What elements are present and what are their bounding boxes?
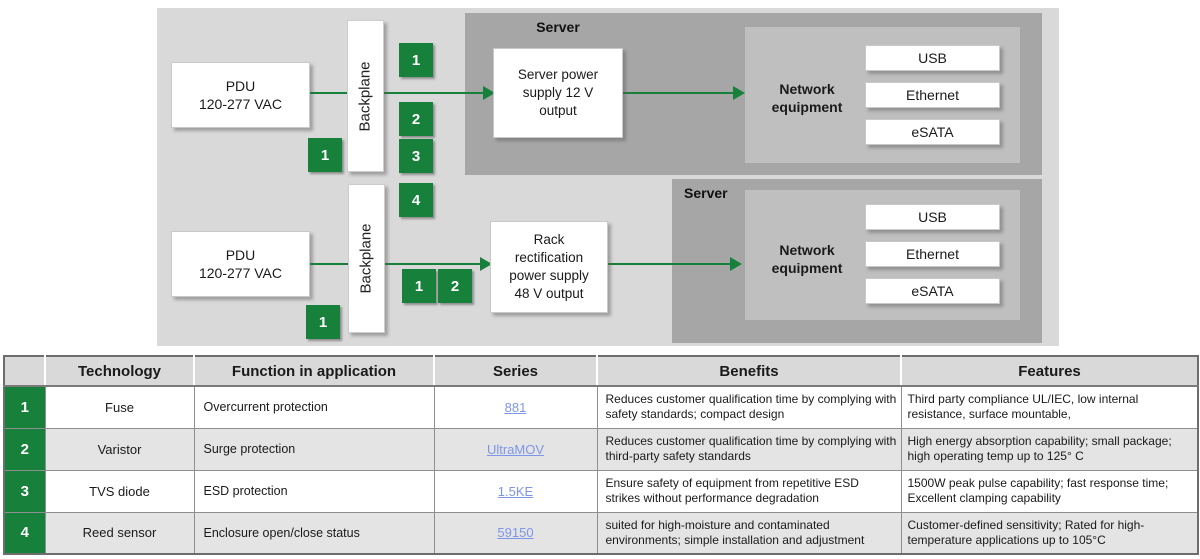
port-box-usb-top: USB: [865, 45, 1000, 71]
cell-function: Surge protection: [193, 427, 435, 471]
port-label: USB: [918, 209, 947, 225]
series-link-15ke[interactable]: 1.5KE: [497, 483, 534, 499]
flow-line: [623, 92, 733, 94]
port-label: eSATA: [911, 124, 954, 140]
cell-technology: TVS diode: [44, 469, 195, 513]
backplane-box-bottom: Backplane: [348, 184, 385, 333]
table-header-row: Technology Function in application Serie…: [3, 355, 1199, 387]
row-number-badge: 4: [3, 511, 46, 555]
series-link-ultramov[interactable]: UltraMOV: [486, 441, 545, 457]
pdu-label: PDU 120-277 VAC: [198, 78, 282, 112]
series-link-59150[interactable]: 59150: [497, 525, 534, 541]
callout-badge-1-under-pdu-bottom: 1: [306, 305, 340, 339]
arrowhead-icon: [733, 86, 745, 100]
arrowhead-icon: [730, 257, 742, 271]
column-header-series: Series: [433, 355, 598, 387]
backplane-label: Backplane: [357, 60, 374, 132]
table-row: 3 TVS diode ESD protection 1.5KE Ensure …: [3, 469, 1199, 513]
cell-features: 1500W peak pulse capability; fast respon…: [900, 469, 1199, 513]
rack-rectification-power-supply-box: Rack rectification power supply 48 V out…: [490, 221, 608, 313]
flow-line: [310, 263, 480, 265]
row-number-badge: 1: [3, 385, 46, 429]
pdu-box-bottom: PDU 120-277 VAC: [171, 231, 310, 297]
callout-badge-1: 1: [399, 43, 433, 77]
cell-features: High energy absorption capability; small…: [900, 427, 1199, 471]
server-label-top: Server: [536, 19, 580, 35]
table-row: 1 Fuse Overcurrent protection 881 Reduce…: [3, 385, 1199, 429]
technology-table: Technology Function in application Serie…: [3, 355, 1199, 555]
cell-benefits: Ensure safety of equipment from repetiti…: [596, 469, 902, 513]
port-label: Ethernet: [906, 246, 959, 262]
column-header-technology: Technology: [44, 355, 195, 387]
pdu-label: PDU 120-277 VAC: [198, 247, 282, 281]
arrowhead-icon: [483, 86, 495, 100]
backplane-box-top: Backplane: [347, 20, 384, 172]
callout-badge-2-pair: 2: [438, 269, 472, 303]
row-number-badge: 2: [3, 427, 46, 471]
cell-function: Enclosure open/close status: [193, 511, 435, 555]
port-box-usb-bottom: USB: [865, 204, 1000, 230]
port-label: eSATA: [911, 283, 954, 299]
cell-technology: Reed sensor: [44, 511, 195, 555]
cell-series: 881: [433, 385, 598, 429]
port-label: Ethernet: [906, 87, 959, 103]
flow-line: [310, 92, 483, 94]
port-box-esata-bottom: eSATA: [865, 278, 1000, 304]
psu-label: Server power supply 12 V output: [517, 67, 599, 118]
port-box-esata-top: eSATA: [865, 119, 1000, 145]
row-number-badge: 3: [3, 469, 46, 513]
table-row: 4 Reed sensor Enclosure open/close statu…: [3, 511, 1199, 555]
server-label-bottom: Server: [684, 185, 728, 201]
arrowhead-icon: [480, 257, 492, 271]
callout-badge-4: 4: [399, 183, 433, 217]
port-box-ethernet-top: Ethernet: [865, 82, 1000, 108]
cell-benefits: Reduces customer qualification time by c…: [596, 385, 902, 429]
series-link-881[interactable]: 881: [504, 399, 527, 415]
port-box-ethernet-bottom: Ethernet: [865, 241, 1000, 267]
network-equipment-label-bottom: Network equipment: [771, 242, 843, 276]
column-header-function: Function in application: [193, 355, 435, 387]
column-header-features: Features: [900, 355, 1199, 387]
flow-line: [608, 263, 730, 265]
callout-badge-1-pair: 1: [402, 269, 436, 303]
cell-features: Customer-defined sensitivity; Rated for …: [900, 511, 1199, 555]
port-label: USB: [918, 50, 947, 66]
cell-benefits: suited for high-moisture and contaminate…: [596, 511, 902, 555]
cell-technology: Varistor: [44, 427, 195, 471]
backplane-label: Backplane: [358, 223, 375, 294]
server-power-supply-box: Server power supply 12 V output: [493, 48, 623, 138]
callout-badge-2: 2: [399, 102, 433, 136]
cell-features: Third party compliance UL/IEC, low inter…: [900, 385, 1199, 429]
cell-technology: Fuse: [44, 385, 195, 429]
callout-badge-3: 3: [399, 139, 433, 173]
cell-series: UltraMOV: [433, 427, 598, 471]
column-header-benefits: Benefits: [596, 355, 902, 387]
network-equipment-label-top: Network equipment: [771, 81, 843, 115]
cell-function: ESD protection: [193, 469, 435, 513]
cell-series: 1.5KE: [433, 469, 598, 513]
table-row: 2 Varistor Surge protection UltraMOV Red…: [3, 427, 1199, 471]
cell-function: Overcurrent protection: [193, 385, 435, 429]
column-header-number: [3, 355, 46, 387]
cell-series: 59150: [433, 511, 598, 555]
cell-benefits: Reduces customer qualification time by c…: [596, 427, 902, 471]
callout-badge-1-under-pdu: 1: [308, 138, 342, 172]
pdu-box-top: PDU 120-277 VAC: [171, 62, 310, 128]
psu-label: Rack rectification power supply 48 V out…: [509, 232, 589, 301]
